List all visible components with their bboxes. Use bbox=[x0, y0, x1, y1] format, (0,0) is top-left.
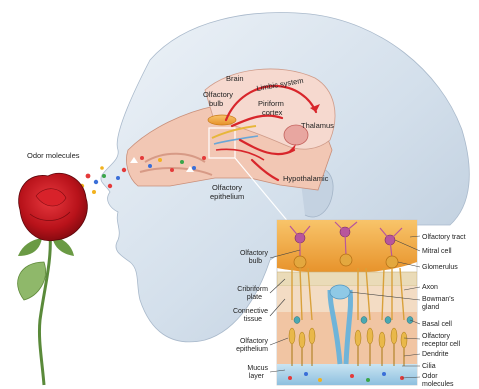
label-bowmans-1: Bowman's bbox=[422, 296, 455, 303]
label-olfactory-bulb-head-2: bulb bbox=[209, 99, 223, 108]
label-thalamus: Thalamus bbox=[301, 121, 334, 130]
label-mitral-cell: Mitral cell bbox=[422, 248, 452, 255]
label-mucus-1: Mucus bbox=[247, 365, 268, 372]
label-basal-cell: Basal cell bbox=[422, 321, 452, 328]
label-mucus-2: layer bbox=[249, 373, 265, 380]
label-glomerulus: Glomerulus bbox=[422, 264, 458, 271]
label-bowmans-2: gland bbox=[422, 304, 439, 311]
label-epithelium-head-1: Olfactory bbox=[212, 183, 242, 192]
label-axon: Axon bbox=[422, 284, 438, 291]
label-detail-epithelium-2: epithelium bbox=[236, 346, 268, 353]
label-detail-epithelium-1: Olfactory bbox=[240, 338, 269, 345]
olfactory-bulb-shape bbox=[208, 115, 236, 125]
label-hypothalamic: Hypothalamic bbox=[283, 174, 329, 183]
rose-bloom bbox=[19, 173, 88, 240]
label-detail-bulb-2: bulb bbox=[249, 258, 262, 265]
label-olfactory-bulb-head-1: Olfactory bbox=[203, 90, 233, 99]
rose-stem bbox=[39, 235, 50, 385]
label-odor-detail-2: molecules bbox=[422, 381, 454, 388]
label-epithelium-head-2: epithelium bbox=[210, 192, 244, 201]
label-cribriform-2: plate bbox=[247, 294, 262, 301]
label-brain: Brain bbox=[226, 74, 244, 83]
label-cilia: Cilia bbox=[422, 363, 436, 370]
label-cribriform-1: Cribriform bbox=[237, 286, 268, 293]
label-connective-1: Connective bbox=[233, 308, 268, 315]
cribriform-plate-band bbox=[277, 272, 417, 286]
label-detail-bulb-1: Olfactory bbox=[240, 250, 269, 257]
label-piriform-2: cortex bbox=[262, 108, 283, 117]
label-piriform-1: Piriform bbox=[258, 99, 284, 108]
label-connective-2: tissue bbox=[244, 316, 262, 323]
label-olfactory-tract: Olfactory tract bbox=[422, 234, 466, 241]
rose-illustration bbox=[18, 173, 88, 385]
label-receptor-2: receptor cell bbox=[422, 341, 461, 348]
label-odor-molecules: Odor molecules bbox=[27, 151, 80, 160]
rose-leaf bbox=[18, 262, 46, 300]
detail-panel bbox=[270, 220, 420, 385]
label-dendrite: Dendrite bbox=[422, 351, 449, 358]
label-receptor-1: Olfactory bbox=[422, 333, 451, 340]
label-odor-detail-1: Odor bbox=[422, 373, 438, 380]
mucus-band bbox=[277, 364, 417, 385]
